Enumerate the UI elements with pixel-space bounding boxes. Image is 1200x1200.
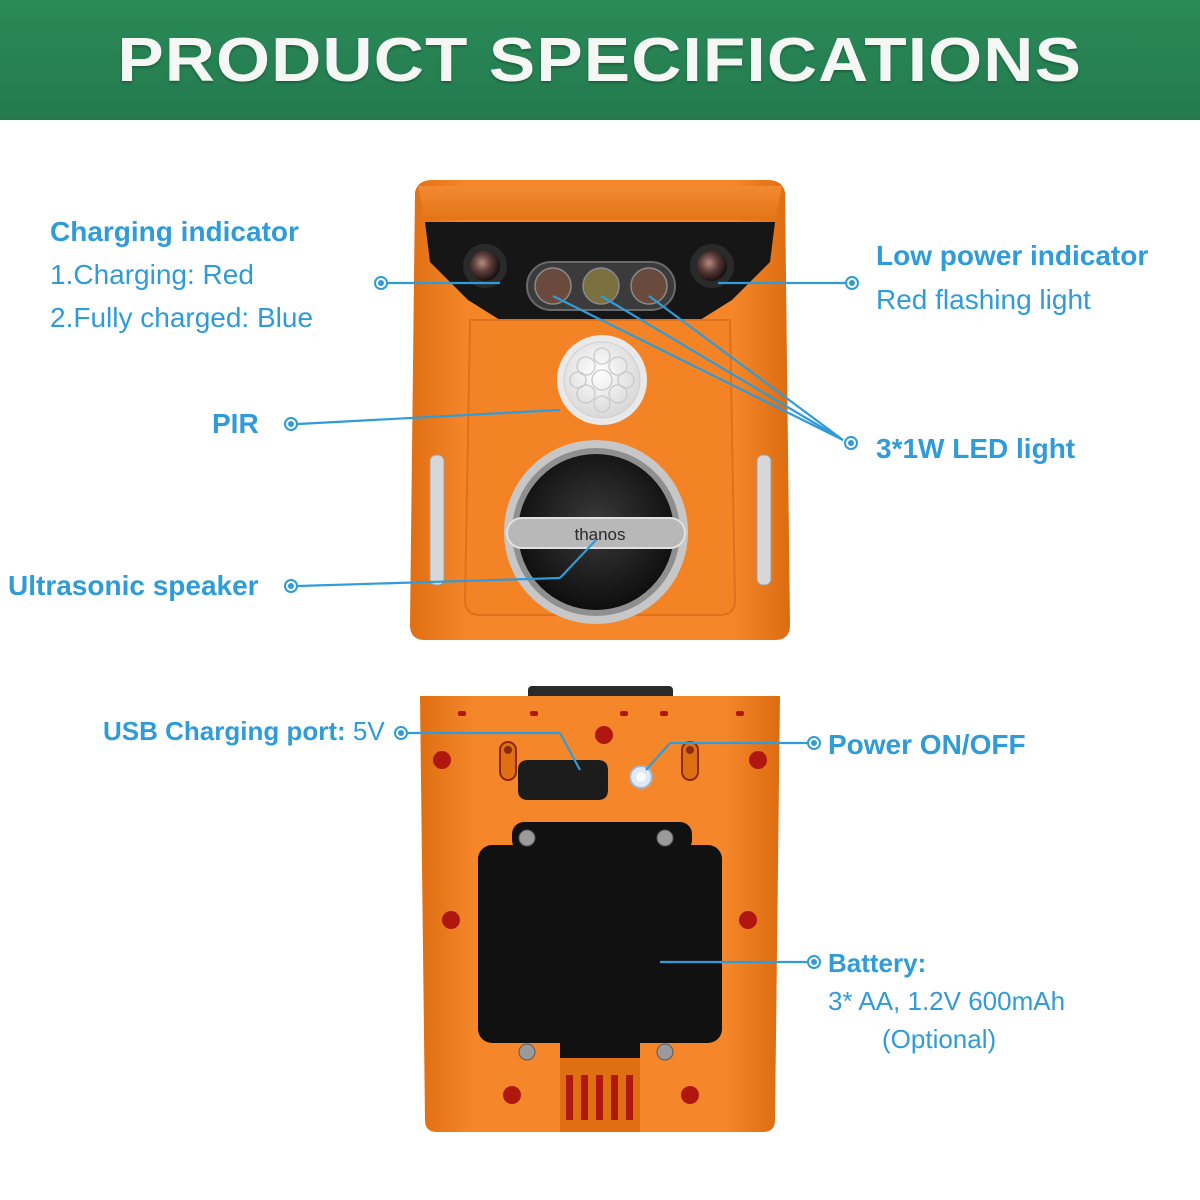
power-button [629,765,653,789]
charging-indicator-line2: 2.Fully charged: Blue [50,302,314,333]
charging-indicator-lens [463,244,507,288]
power-switch-label: Power ON/OFF [828,729,1026,760]
usb-port-value: 5V [352,716,385,746]
battery-cover [478,822,722,1061]
low-power-indicator-lens [690,244,734,288]
usb-port-title: USB Charging port: [103,716,346,746]
vent-dots [458,711,744,716]
pir-sensor [557,335,647,425]
leader-lines [297,281,845,964]
brand-logo: thanos [574,525,625,544]
low-power-indicator-detail: Red flashing light [876,284,1091,315]
device-top-cap [418,186,782,220]
leader-endpoints [284,276,859,969]
battery-title: Battery: [828,948,927,978]
battery-spec: 3* AA, 1.2V 600mAh [828,986,1066,1016]
pir-label: PIR [212,408,259,439]
ultrasonic-speaker: thanos [504,440,688,624]
ultrasonic-speaker-label: Ultrasonic speaker [8,570,259,601]
charging-indicator-line1: 1.Charging: Red [50,259,254,290]
bottom-vent [560,1058,640,1132]
low-power-indicator-title: Low power indicator [876,240,1149,271]
page-title: PRODUCT SPECIFICATIONS [117,25,1083,95]
led-light-label: 3*1W LED light [876,433,1076,464]
header-banner: PRODUCT SPECIFICATIONS [0,0,1200,120]
keyhole-slots [499,741,699,781]
right-side-slot [756,454,772,586]
charging-indicator-title: Charging indicator [50,216,299,247]
left-side-slot [429,454,445,586]
device-front: thanos [410,180,790,640]
led-array [526,261,676,311]
mounting-holes [433,726,767,1104]
usb-port-cover [518,760,608,800]
usb-port-label: USB Charging port: 5V [103,718,385,744]
device-back [420,686,780,1132]
battery-optional: (Optional) [882,1024,997,1054]
